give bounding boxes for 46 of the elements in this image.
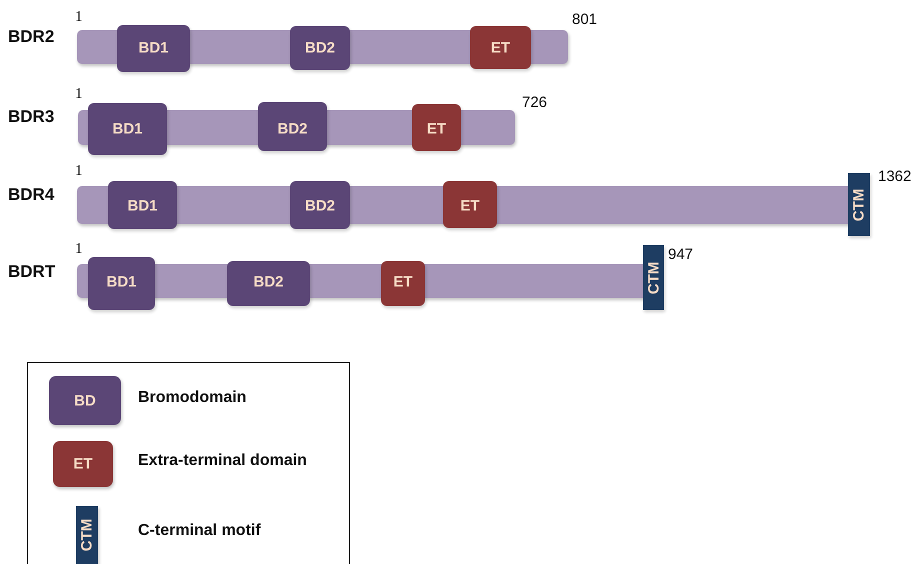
residue-number: 801 xyxy=(572,11,598,28)
bromodomain-block xyxy=(290,26,350,70)
domain-label: BD2 xyxy=(254,274,284,290)
residue-number: 726 xyxy=(522,94,548,111)
domain-label: BD2 xyxy=(305,198,335,214)
swatch-label: BD xyxy=(74,392,96,409)
domain-label: BD1 xyxy=(138,40,168,56)
extra-terminal-block xyxy=(412,104,461,151)
extra-terminal-block xyxy=(381,261,425,306)
extra-terminal-block xyxy=(470,26,531,69)
legend-text: Bromodomain xyxy=(138,389,246,407)
domain-label: BD2 xyxy=(278,120,308,137)
extra-terminal-block xyxy=(443,181,497,228)
bromodomain-block xyxy=(227,261,310,306)
residue-number: 1362 xyxy=(878,168,912,185)
domain-label: BD2 xyxy=(305,40,335,56)
bromodomain-block xyxy=(117,25,190,72)
c-terminal-motif-block xyxy=(848,173,870,236)
residue-number: 1 xyxy=(75,241,82,258)
legend-text: Extra-terminal domain xyxy=(138,452,307,470)
domain-label: ET xyxy=(393,274,413,290)
domain-label: CTM xyxy=(645,261,662,294)
domain-label: ET xyxy=(490,40,510,56)
protein-name: BDRT xyxy=(8,262,56,282)
swatch-label: ET xyxy=(73,456,93,472)
swatch-label: CTM xyxy=(78,518,96,552)
bromodomain-block xyxy=(258,102,327,151)
domain-label: ET xyxy=(426,120,446,137)
bromodomain-block xyxy=(108,181,177,229)
protein-name: BDR2 xyxy=(8,27,54,47)
residue-number: 1 xyxy=(75,86,82,103)
residue-number: 1 xyxy=(75,9,82,26)
domain-label: BD1 xyxy=(128,198,158,214)
c-terminal-motif-block xyxy=(643,245,664,310)
bromodomain-block xyxy=(290,181,350,229)
domain-label: BD1 xyxy=(106,274,136,290)
domain-label: BD1 xyxy=(112,120,142,137)
bromodomain-block xyxy=(88,103,167,155)
legend-text: C-terminal motif xyxy=(138,522,261,540)
residue-number: 947 xyxy=(668,246,694,263)
protein-name: BDR4 xyxy=(8,185,54,205)
domain-label: CTM xyxy=(850,188,868,221)
domain-label: ET xyxy=(460,198,480,214)
bromodomain-block xyxy=(88,257,155,310)
protein-name: BDR3 xyxy=(8,107,54,127)
residue-number: 1 xyxy=(75,163,82,180)
